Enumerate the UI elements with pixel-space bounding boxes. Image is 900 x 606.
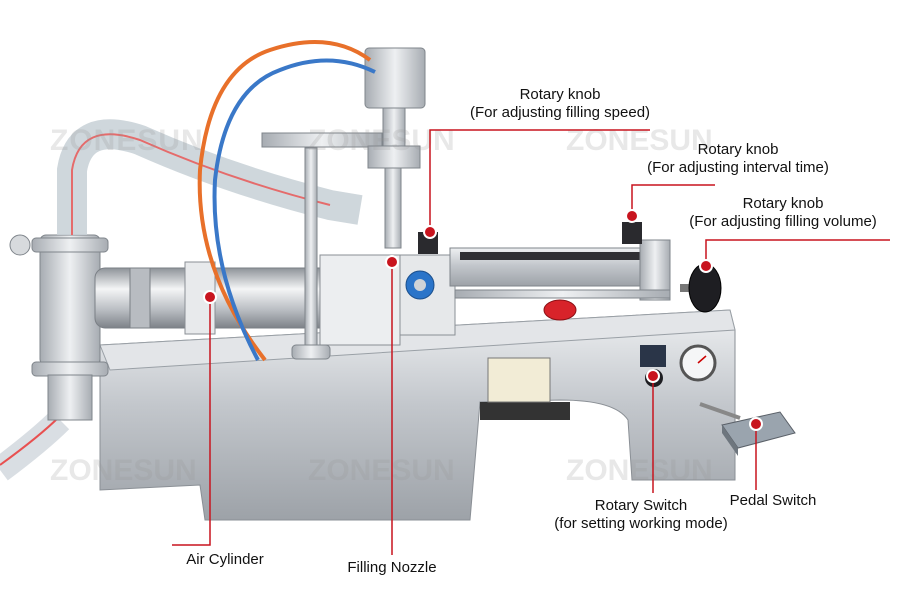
- callout-title: Rotary knob: [697, 141, 779, 158]
- emergency-stop-button[interactable]: [543, 299, 577, 321]
- watermark-1: ZONESUN: [50, 124, 204, 157]
- nameplate: [487, 357, 551, 403]
- rotary-knob-interval-icon[interactable]: [622, 222, 642, 244]
- watermark-4: ZONESUN: [50, 454, 197, 487]
- callout-title: Rotary knob: [742, 195, 824, 212]
- callout-air-cylinder: Air Cylinder: [172, 551, 278, 569]
- callout-pedal-switch: Pedal Switch: [718, 492, 828, 510]
- callout-title: Air Cylinder: [186, 551, 264, 568]
- nozzle-assembly: [364, 47, 426, 249]
- inlet-assembly: [0, 234, 109, 481]
- callout-subtitle: (For adjusting interval time): [647, 159, 829, 176]
- callout-filling-nozzle: Filling Nozzle: [332, 559, 452, 577]
- watermark-6: ZONESUN: [566, 454, 713, 487]
- watermark-5: ZONESUN: [308, 454, 455, 487]
- air-cylinder-body: [94, 254, 401, 346]
- callout-lines: [172, 129, 890, 555]
- callout-title: Pedal Switch: [729, 492, 817, 509]
- air-hose-orange: [197, 40, 372, 362]
- pneumatic-cylinder: [399, 239, 702, 336]
- callout-rotary-knob-speed: Rotary knob (For adjusting filling speed…: [450, 86, 670, 122]
- callout-dots: [203, 209, 763, 431]
- air-hose-blue: [212, 58, 376, 361]
- pressure-gauge-icon: [679, 344, 717, 382]
- watermark-2: ZONESUN: [308, 124, 455, 157]
- callout-rotary-knob-interval: Rotary knob (For adjusting interval time…: [626, 141, 850, 177]
- machine-base: [99, 309, 736, 521]
- callout-title: Rotary Switch: [594, 497, 688, 514]
- support-rod: [304, 147, 318, 354]
- callout-subtitle: (For adjusting filling speed): [469, 104, 651, 121]
- callout-rotary-switch: Rotary Switch (for setting working mode): [536, 497, 746, 533]
- callout-subtitle: (For adjusting filling volume): [689, 213, 877, 230]
- callout-title: Rotary knob: [519, 86, 601, 103]
- callout-rotary-knob-volume: Rotary knob (For adjusting filling volum…: [672, 195, 894, 231]
- callout-subtitle: (for setting working mode): [554, 515, 728, 532]
- callout-title: Filling Nozzle: [347, 559, 437, 576]
